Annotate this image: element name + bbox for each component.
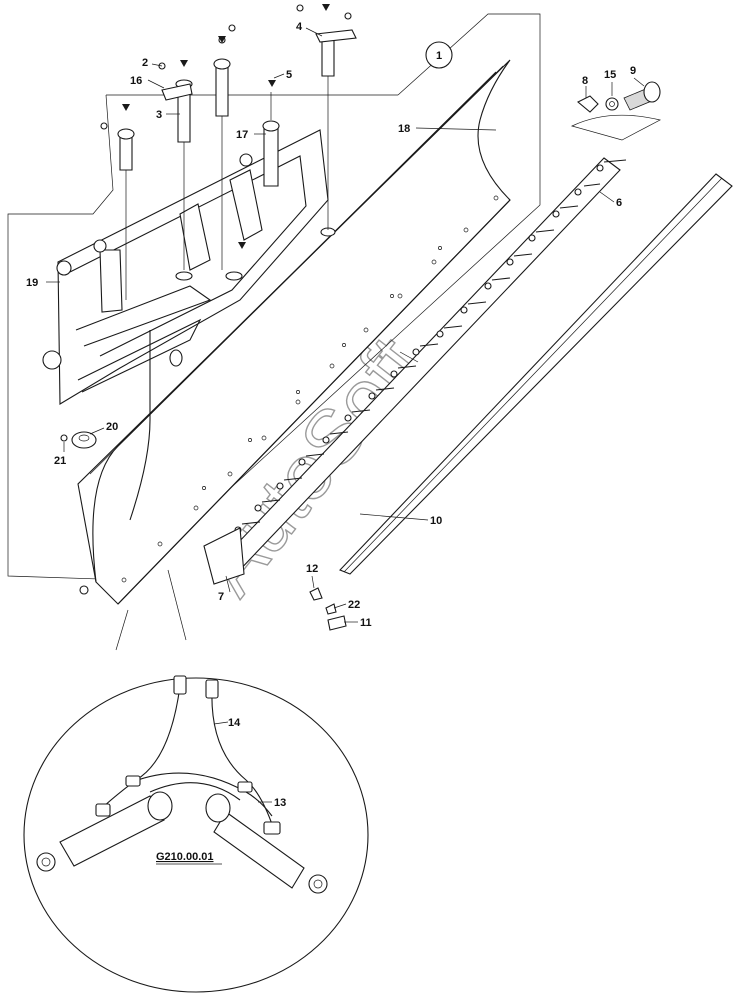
label-18: 18 — [398, 123, 410, 135]
pivot-pin-left — [117, 128, 135, 300]
label-12: 12 — [306, 563, 318, 575]
blade-bolt-holes — [121, 195, 499, 583]
label-11: 11 — [360, 617, 372, 629]
label-5: 5 — [286, 69, 292, 81]
callout-number: 1 — [436, 50, 442, 62]
part-labels: 2 16 3 4 5 17 18 8 15 9 6 10 7 12 22 11 … — [26, 21, 636, 863]
label-22: 22 — [348, 599, 360, 611]
cutting-edge-6 — [214, 157, 627, 577]
label-4: 4 — [296, 21, 303, 33]
callout-1: 1 — [425, 41, 453, 69]
edge-plate-7 — [203, 527, 245, 585]
nut-20-bolt-21 — [60, 431, 97, 595]
pin-plate-16 — [161, 83, 193, 101]
label-13: 13 — [274, 797, 286, 809]
label-10: 10 — [430, 515, 442, 527]
assembly-boundary — [7, 13, 541, 581]
pivot-pin-4 — [315, 29, 357, 230]
label-21: 21 — [54, 455, 66, 467]
bolt-group-8-15-9 — [571, 81, 661, 141]
label-9: 9 — [630, 65, 636, 77]
push-frame — [42, 129, 336, 521]
label-8: 8 — [582, 75, 588, 87]
label-6: 6 — [616, 197, 622, 209]
arrow-markers — [122, 4, 330, 249]
label-14: 14 — [228, 717, 241, 729]
leader-lines — [46, 27, 645, 865]
label-16: 16 — [130, 75, 142, 87]
label-19: 19 — [26, 277, 38, 289]
moldboard-blade — [77, 59, 511, 605]
hose-detail-view — [23, 569, 369, 993]
pivot-pin-center — [213, 58, 231, 270]
label-17: 17 — [236, 129, 248, 141]
label-20: 20 — [106, 421, 118, 433]
label-15: 15 — [604, 69, 616, 81]
bolt-group-11-12-22 — [309, 587, 347, 631]
wear-strip-10 — [339, 173, 733, 575]
label-7: 7 — [218, 591, 224, 603]
label-2: 2 — [142, 57, 148, 69]
reference-drawing-number: G210.00.01 — [156, 851, 214, 863]
label-3: 3 — [156, 109, 162, 121]
hydraulic-pin-17 — [262, 92, 280, 187]
